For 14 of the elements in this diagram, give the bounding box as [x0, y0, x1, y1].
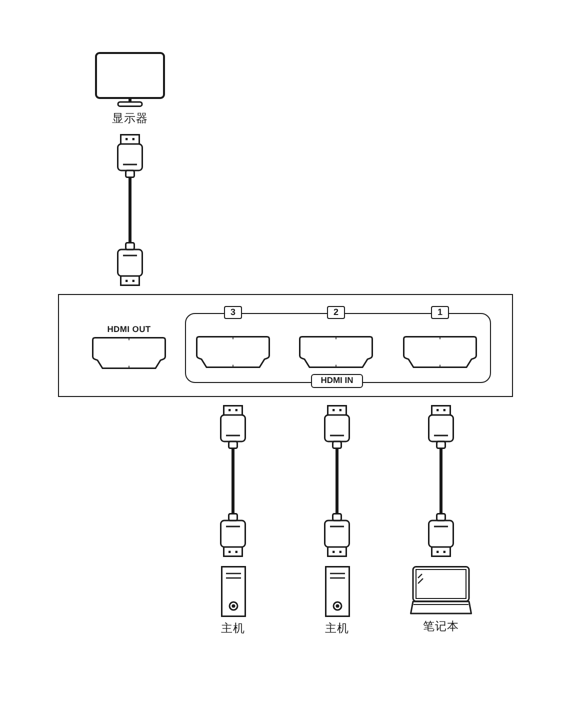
hdmi-cable — [440, 449, 442, 513]
port-group-tag: HDMI IN — [311, 374, 363, 388]
hdmi-cable — [336, 449, 338, 513]
device-caption: 显示器 — [112, 111, 148, 125]
hdmi-cable — [128, 178, 132, 242]
port-label: HDMI OUT — [107, 324, 151, 334]
port-number-tag: 1 — [431, 306, 449, 319]
hdmi-cable — [232, 449, 234, 513]
switch-box — [58, 294, 513, 397]
device-caption: 主机 — [325, 621, 349, 635]
device-caption: 笔记本 — [423, 619, 459, 633]
port-number-tag: 3 — [224, 306, 242, 319]
port-number-tag: 2 — [327, 306, 345, 319]
device-caption: 主机 — [221, 621, 245, 635]
